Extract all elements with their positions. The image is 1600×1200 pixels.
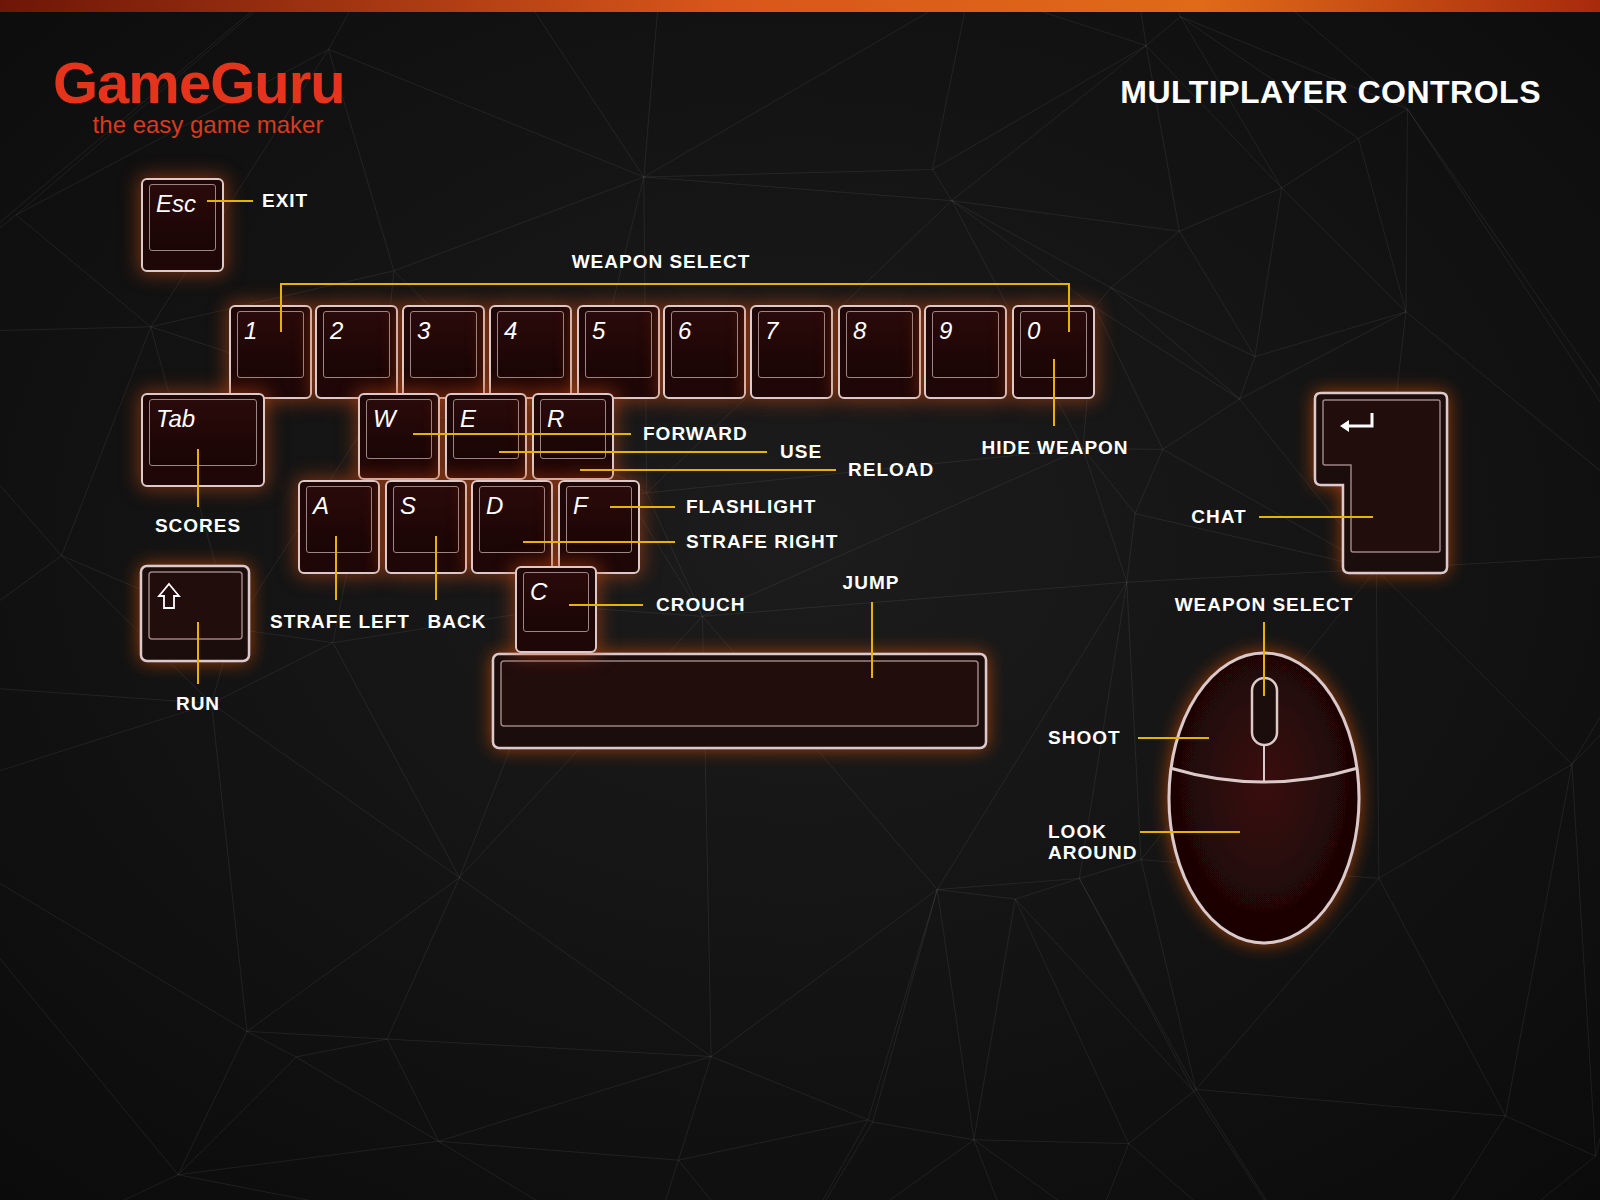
key-letter: W xyxy=(360,395,396,431)
control-label: LOOK AROUND xyxy=(1048,821,1148,864)
keyboard-key: Esc xyxy=(141,178,224,272)
keyboard-key: Tab xyxy=(141,393,265,487)
control-label: JUMP xyxy=(843,572,900,593)
leader-line xyxy=(207,200,253,202)
page-title: MULTIPLAYER CONTROLS xyxy=(1120,75,1541,111)
key-letter: Esc xyxy=(143,180,196,216)
key-letter: S xyxy=(387,482,416,518)
control-label: FLASHLIGHT xyxy=(686,496,816,517)
leader-line xyxy=(1140,831,1240,833)
control-label: USE xyxy=(780,441,822,462)
leader-line xyxy=(335,536,337,600)
keyboard-key: C xyxy=(515,566,597,653)
mouse-button-split xyxy=(1263,745,1265,782)
key-letter: R xyxy=(534,395,564,431)
leader-line xyxy=(580,469,836,471)
keyboard-key: W xyxy=(358,393,440,480)
leader-line xyxy=(1053,359,1055,426)
logo-text: GameGuru xyxy=(53,51,345,116)
keyboard-key: 8 xyxy=(838,305,921,399)
leader-line xyxy=(197,449,199,507)
top-bar xyxy=(0,0,1600,12)
keyboard-key: E xyxy=(445,393,527,480)
key-letter: Tab xyxy=(143,395,195,431)
key-letter: 1 xyxy=(231,307,257,343)
control-label: HIDE WEAPON xyxy=(981,437,1128,458)
key-outline xyxy=(1315,393,1447,573)
leader-line xyxy=(871,602,873,678)
key-letter: 6 xyxy=(665,307,691,343)
control-label: BACK xyxy=(428,611,487,632)
key-letter: A xyxy=(300,482,329,518)
control-label: EXIT xyxy=(262,190,308,211)
keyboard-key: 6 xyxy=(663,305,746,399)
keyboard-key: R xyxy=(532,393,614,480)
key-face xyxy=(1323,400,1440,552)
keyboard-key: 3 xyxy=(402,305,485,399)
control-label: RELOAD xyxy=(848,459,934,480)
shift-arrow-icon xyxy=(159,584,179,608)
control-label: WEAPON SELECT xyxy=(572,251,751,272)
mouse xyxy=(1169,653,1359,943)
key-letter: 8 xyxy=(840,307,866,343)
leader-line xyxy=(569,604,643,606)
keyboard-key: F xyxy=(558,480,640,574)
keyboard-key: 5 xyxy=(577,305,660,399)
control-label: CHAT xyxy=(1191,506,1246,527)
control-label: CROUCH xyxy=(656,594,745,615)
keyboard-key: 4 xyxy=(489,305,572,399)
control-label: SCORES xyxy=(155,515,241,536)
leader-line xyxy=(1138,737,1209,739)
leader-line xyxy=(523,541,675,543)
keyboard-key: 1 xyxy=(229,305,312,399)
leader-line xyxy=(197,622,199,684)
control-label: WEAPON SELECT xyxy=(1175,594,1354,615)
space-bar xyxy=(493,654,986,748)
leader-line xyxy=(281,284,1069,332)
leader-line xyxy=(413,433,631,435)
control-label: RUN xyxy=(176,693,220,714)
key-letter: 5 xyxy=(579,307,605,343)
keyboard-key: D xyxy=(471,480,553,574)
key-face xyxy=(501,661,978,726)
mouse-body xyxy=(1169,653,1359,943)
key-letter: 0 xyxy=(1014,307,1040,343)
logo-text: the easy game maker xyxy=(93,112,324,139)
keyboard-key: 9 xyxy=(924,305,1007,399)
leader-line xyxy=(499,451,767,453)
control-label: FORWARD xyxy=(643,423,748,444)
keyboard-key: 7 xyxy=(750,305,833,399)
key-letter: 2 xyxy=(317,307,343,343)
leader-line xyxy=(1259,516,1373,518)
key-letter: 9 xyxy=(926,307,952,343)
key-letter: F xyxy=(560,482,588,518)
key-outline xyxy=(493,654,986,748)
shift-key xyxy=(141,566,249,661)
control-label: STRAFE LEFT xyxy=(270,611,410,632)
key-face xyxy=(149,572,242,639)
control-label: STRAFE RIGHT xyxy=(686,531,838,552)
enter-key xyxy=(1315,393,1447,573)
key-letter: D xyxy=(473,482,503,518)
key-letter: 4 xyxy=(491,307,517,343)
key-letter: C xyxy=(517,568,547,604)
enter-arrow-icon xyxy=(1346,413,1372,426)
enter-arrow-head xyxy=(1340,420,1349,432)
leader-line xyxy=(435,536,437,600)
control-label: SHOOT xyxy=(1048,727,1121,748)
leader-line xyxy=(610,506,675,508)
key-letter: 3 xyxy=(404,307,430,343)
key-letter: 7 xyxy=(752,307,778,343)
key-letter: E xyxy=(447,395,476,431)
keyboard-key: S xyxy=(385,480,467,574)
keyboard-key: 2 xyxy=(315,305,398,399)
leader-line xyxy=(1263,622,1265,696)
keyboard-key: A xyxy=(298,480,380,574)
key-outline xyxy=(141,566,249,661)
